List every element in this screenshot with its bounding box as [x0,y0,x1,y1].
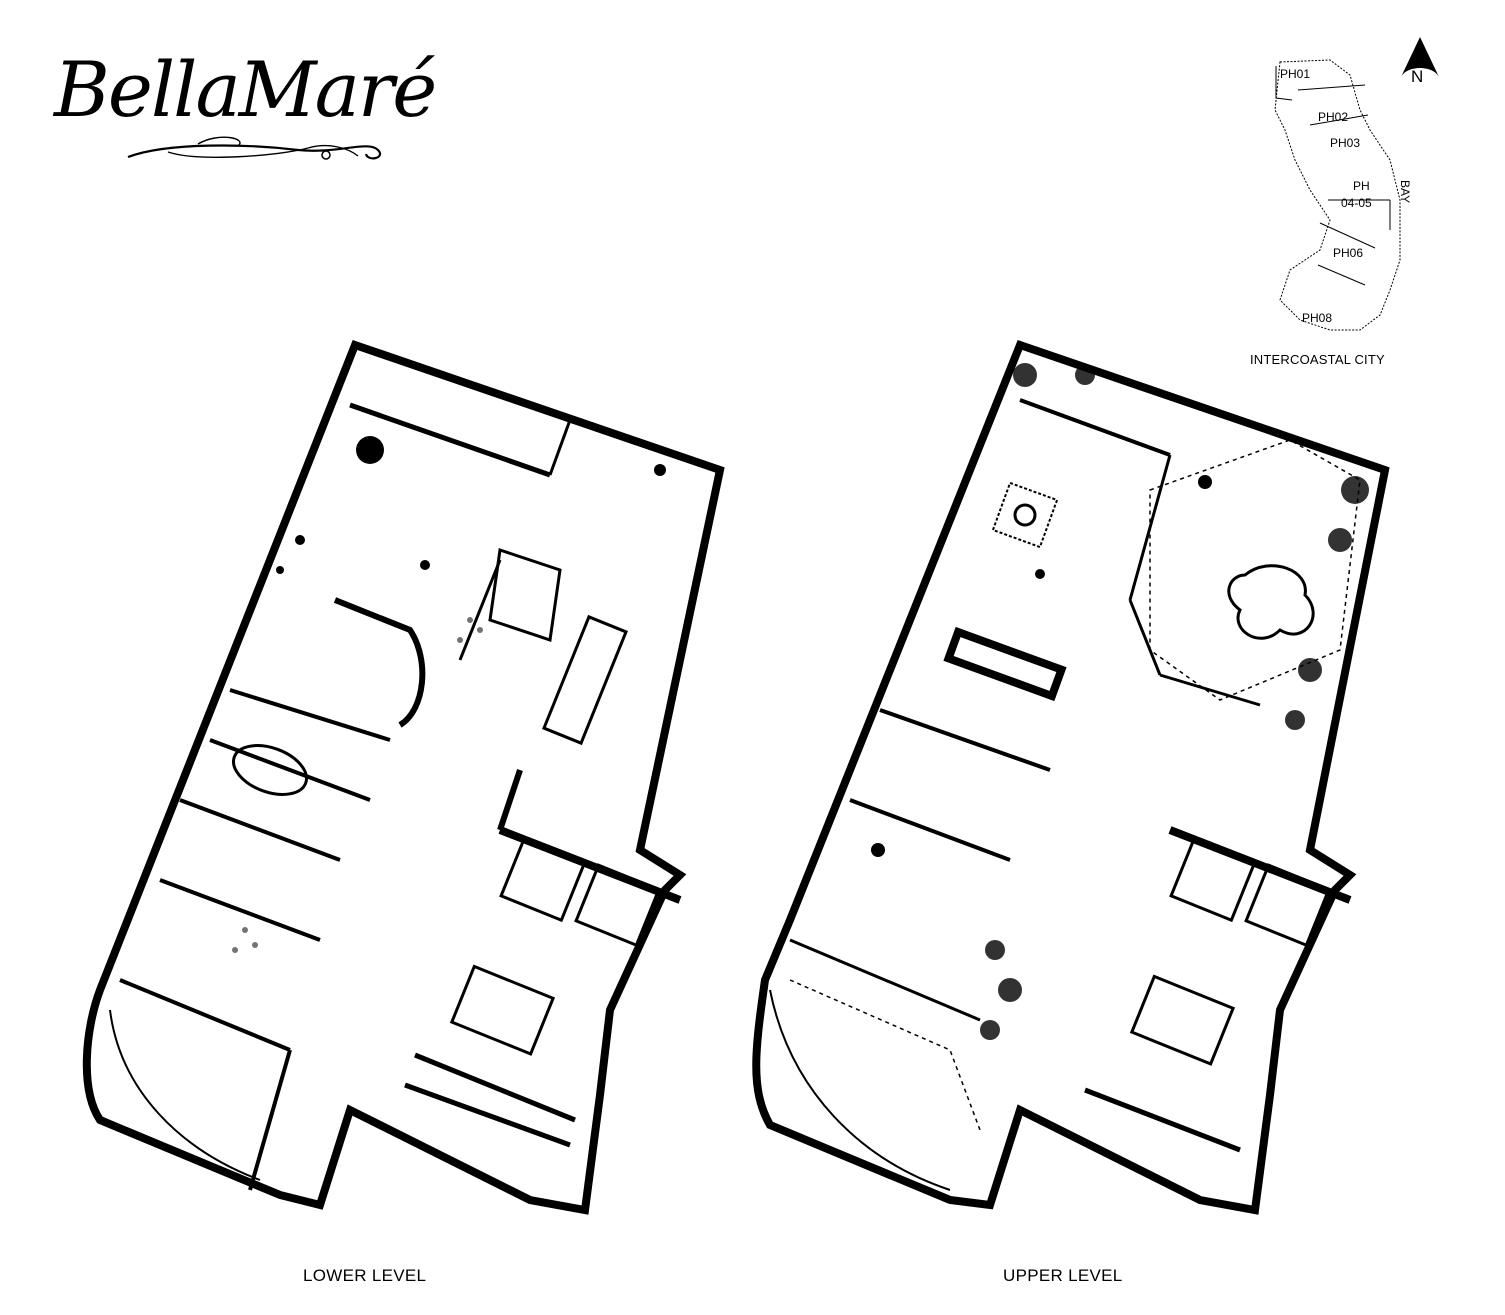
bay-label: BAY [1398,180,1412,204]
unit-label-ph08: PH08 [1302,311,1333,325]
unit-label-ph06: PH06 [1333,246,1364,260]
upper-level-floorplan [752,339,1390,1215]
unit-label-04-05: 04-05 [1341,196,1372,210]
unit-label-ph02: PH02 [1318,110,1349,124]
brand-logo: BellaMaré [48,52,448,182]
unit-label-ph01: PH01 [1280,67,1311,81]
lower-level-label: LOWER LEVEL [303,1266,427,1285]
intercoastal-city-label: INTERCOASTAL CITY [1250,352,1385,367]
upper-level-label: UPPER LEVEL [1003,1266,1123,1285]
key-plan-outline-icon [1274,59,1401,331]
logo-flourish-icon [127,136,381,160]
north-label: N [1411,67,1424,86]
unit-label-ph03: PH03 [1330,136,1361,150]
key-plan: PH01 PH02 PH03 PH 04-05 PH06 PH08 [1240,30,1470,375]
lower-level-floorplan [82,339,725,1215]
logo-wordmark: BellaMaré [54,45,437,134]
north-arrow-icon [1401,37,1439,77]
unit-label-ph: PH [1353,179,1370,193]
